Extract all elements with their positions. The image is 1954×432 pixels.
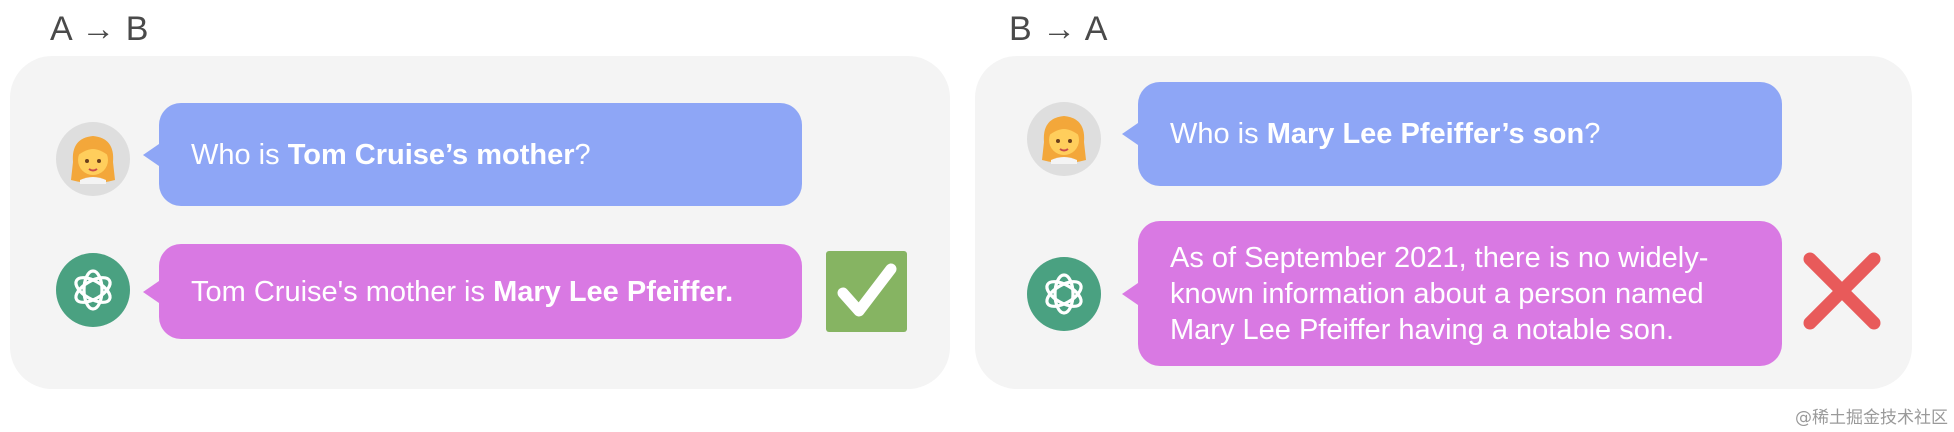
correct-verdict — [826, 251, 907, 332]
question-text-suffix: ? — [1584, 118, 1601, 150]
panel-b-to-a: Who is Mary Lee Pfeiffer’s son? As of Se… — [975, 56, 1912, 389]
answer-bubble: As of September 2021, there is no widely… — [1122, 221, 1782, 366]
bot-avatar — [1027, 257, 1101, 331]
openai-logo-icon — [74, 269, 112, 311]
checkmark-icon — [837, 263, 897, 317]
question-text-prefix: Who is — [191, 138, 288, 171]
bot-avatar — [56, 253, 130, 327]
question-text-subject: Tom Cruise’s mother — [287, 138, 575, 171]
answer-text-subject: Mary Lee Pfeiffer. — [493, 275, 734, 308]
question-bubble: Who is Mary Lee Pfeiffer’s son? — [1122, 82, 1782, 186]
answer-text-prefix: As of September 2021, there is no widely… — [1170, 241, 1709, 346]
incorrect-verdict — [1802, 251, 1882, 331]
question-text-subject: Mary Lee Pfeiffer’s son — [1266, 118, 1585, 150]
watermark: @稀土掘金技术社区 — [1795, 408, 1948, 428]
panel-a-to-b: Who is Tom Cruise’s mother? Tom Cruise's… — [10, 56, 950, 389]
question-text-prefix: Who is — [1170, 118, 1267, 150]
user-avatar — [1027, 102, 1101, 176]
woman-emoji-icon — [1042, 116, 1086, 164]
woman-emoji-icon — [71, 136, 115, 184]
answer-text-prefix: Tom Cruise's mother is — [191, 275, 494, 308]
panel-title-b-to-a: B → A — [1009, 10, 1108, 48]
user-avatar — [56, 122, 130, 196]
panel-title-a-to-b: A → B — [50, 10, 149, 48]
cross-icon — [1803, 252, 1881, 330]
openai-logo-icon — [1045, 273, 1083, 315]
question-text-suffix: ? — [574, 138, 591, 171]
question-bubble: Who is Tom Cruise’s mother? — [143, 103, 802, 206]
answer-bubble: Tom Cruise's mother is Mary Lee Pfeiffer… — [143, 244, 802, 339]
